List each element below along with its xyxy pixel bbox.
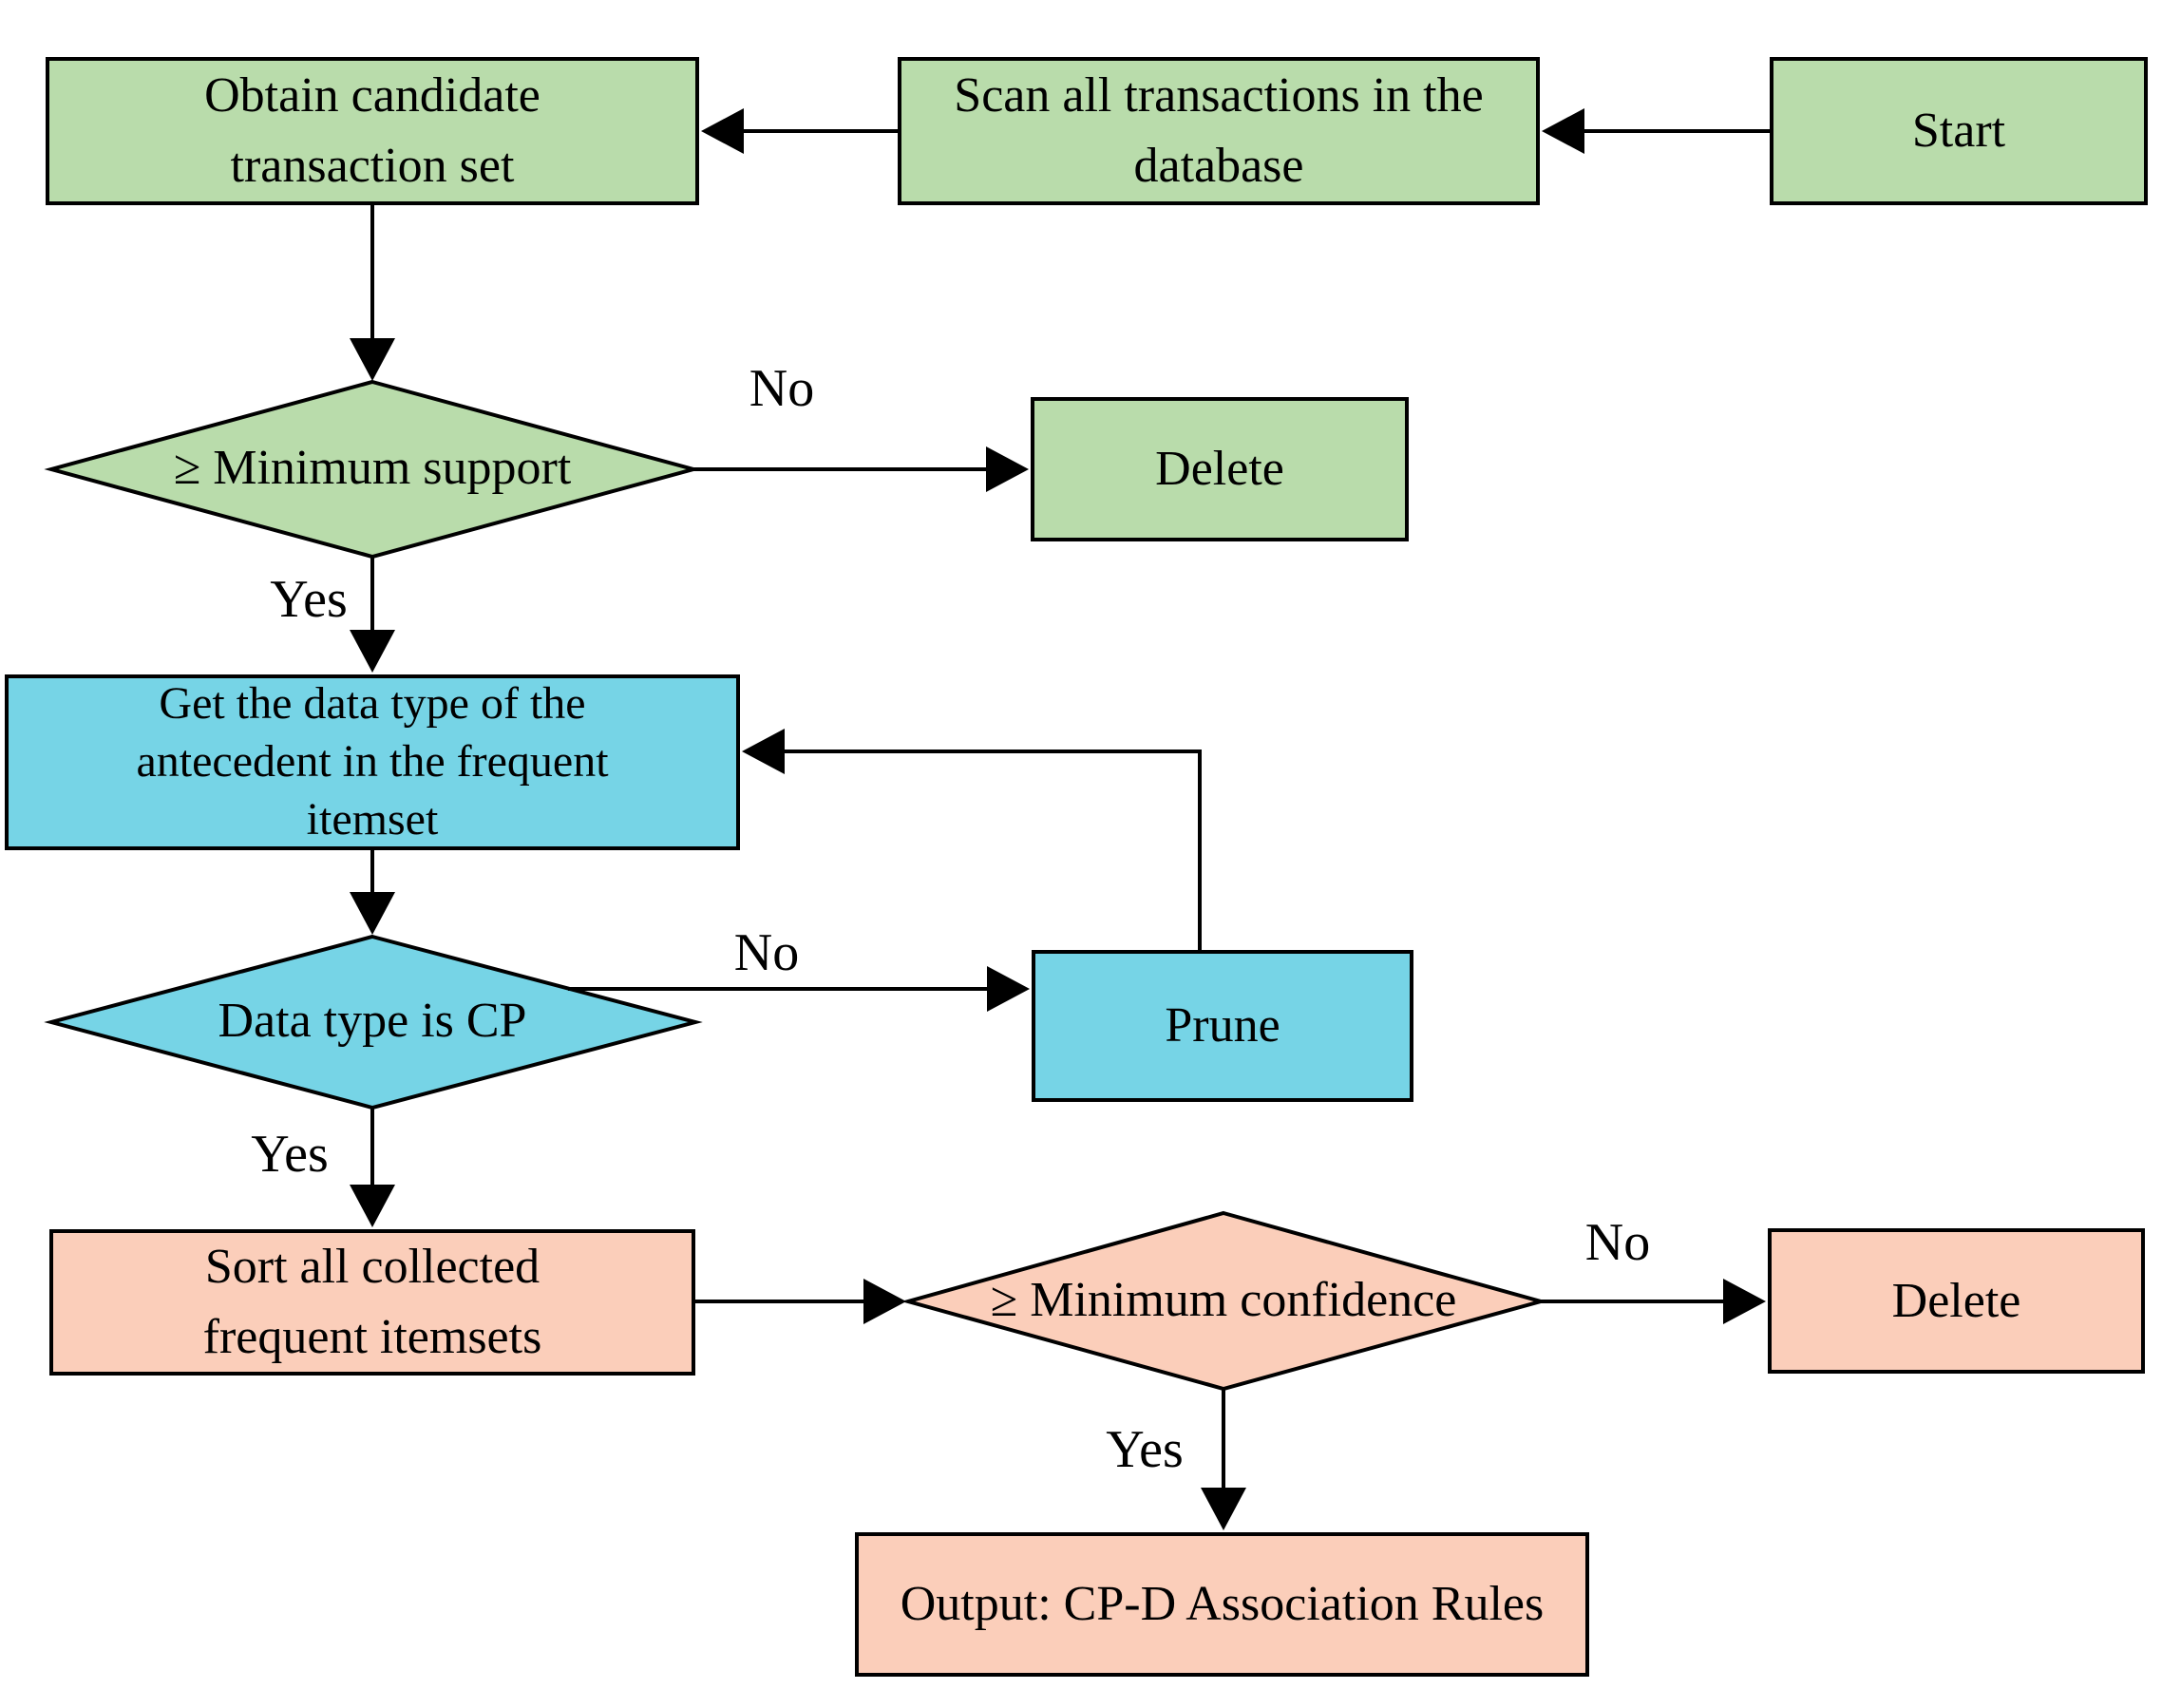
arrowhead-cp-yes-to-sort (350, 1185, 395, 1227)
flowchart-node-min-support-label: ≥ Minimum support (173, 441, 572, 495)
arrowhead-support-no-to-delete (986, 446, 1029, 492)
edge-label-cp-no: No (733, 923, 800, 982)
arrowhead-cp-no-to-prune (987, 966, 1030, 1012)
flowchart-node-obtain: Obtain candidate transaction set (46, 57, 699, 205)
arrowhead-sort-to-confidence (863, 1279, 906, 1324)
flowchart-node-min-confidence-label: ≥ Minimum confidence (990, 1273, 1457, 1327)
flowchart-node-sort: Sort all collected frequent itemsets (49, 1229, 695, 1376)
arrowhead-prune-feedback (742, 729, 785, 774)
edge-label-support-yes: Yes (270, 570, 348, 629)
arrowhead-support-yes-to-getdata (350, 630, 395, 673)
arrowhead-confidence-yes-to-output (1201, 1488, 1246, 1530)
flowchart-node-output: Output: CP-D Association Rules (855, 1532, 1589, 1677)
edge-label-cp-yes: Yes (251, 1125, 329, 1184)
flowchart-node-delete-support: Delete (1031, 397, 1409, 541)
edge-label-confidence-yes: Yes (1106, 1420, 1184, 1479)
edge-label-confidence-no: No (1584, 1213, 1651, 1272)
arrowhead-confidence-no-to-delete (1723, 1279, 1766, 1324)
arrowhead-scan-to-obtain (701, 108, 744, 154)
flowchart-node-delete-confidence: Delete (1768, 1228, 2145, 1374)
arrowhead-getdata-to-cp (350, 892, 395, 935)
flowchart-node-start: Start (1770, 57, 2148, 205)
arrowhead-obtain-to-support (350, 338, 395, 381)
flowchart-node-scan: Scan all transactions in the database (898, 57, 1540, 205)
flowchart-node-data-type-label: Data type is CP (218, 994, 527, 1048)
arrowhead-start-to-scan (1542, 108, 1584, 154)
flowchart-node-get-data-type: Get the data type of the antecedent in t… (5, 674, 740, 850)
flowchart-node-prune: Prune (1032, 950, 1413, 1102)
edge-label-support-no: No (749, 359, 815, 418)
arrow-prune-feedback (765, 750, 1202, 950)
